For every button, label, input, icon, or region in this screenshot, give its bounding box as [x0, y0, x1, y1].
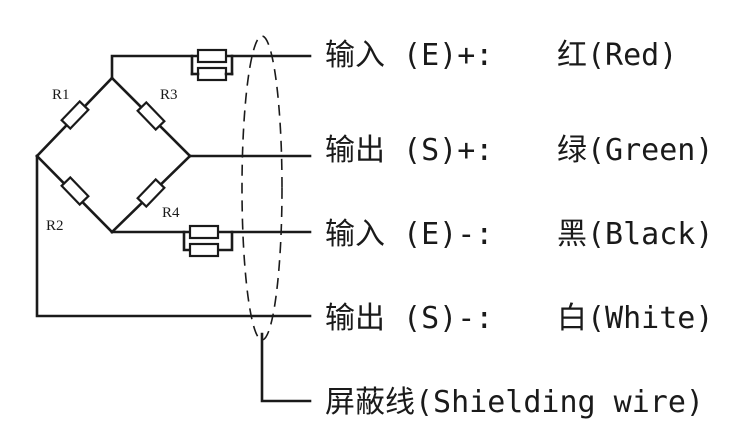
- wire-color: 白(White): [557, 301, 714, 336]
- wire-color: 黑(Black): [557, 217, 714, 252]
- comp-resistor-bottom-b: [188, 242, 220, 258]
- wire-shielding: [260, 332, 312, 403]
- wire-label: 输入 (E)-:: [325, 217, 494, 252]
- wire-excitation-plus: [110, 54, 194, 80]
- resistor-r1: [60, 99, 90, 131]
- resistor-label-r1: R1: [52, 87, 70, 103]
- resistor-label-r3: R3: [160, 87, 178, 103]
- comp-resistor-top-b: [196, 66, 228, 82]
- wire-label: 输出 (S)+:: [325, 133, 494, 168]
- wire-color: 绿(Green): [557, 133, 714, 168]
- wire-row-excitation-minus: 输入 (E)-: 黑(Black): [325, 213, 713, 257]
- resistor-r4: [136, 177, 166, 209]
- wire-row-excitation-plus: 输入 (E)+: 红(Red): [325, 34, 677, 78]
- resistor-label-r2: R2: [46, 218, 64, 234]
- resistor-r2: [60, 175, 90, 207]
- wire-label: 输出 (S)-:: [325, 301, 494, 336]
- shield-label: 屏蔽线(Shielding wire): [325, 385, 704, 420]
- wire-row-shielding: 屏蔽线(Shielding wire): [325, 381, 704, 425]
- wire-signal-minus: [35, 154, 312, 318]
- wire-color: 红(Red): [557, 38, 678, 73]
- resistor-r3: [136, 100, 166, 132]
- wire-label: 输入 (E)+:: [325, 38, 494, 73]
- cable-shield-ellipse: [241, 35, 283, 341]
- wire-row-signal-plus: 输出 (S)+: 绿(Green): [325, 129, 713, 173]
- comp-resistor-bottom-a: [188, 224, 220, 240]
- resistor-label-r4: R4: [162, 205, 180, 221]
- wire-row-signal-minus: 输出 (S)-: 白(White): [325, 297, 713, 341]
- comp-resistor-top-a: [196, 48, 228, 64]
